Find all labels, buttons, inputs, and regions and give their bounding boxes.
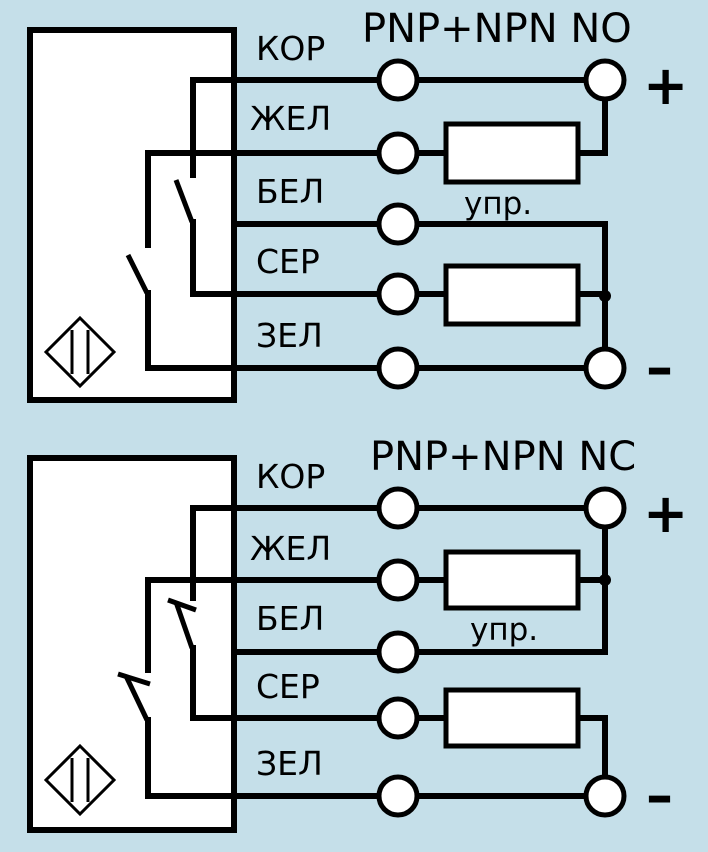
junction-dot [599,574,611,586]
external-wires [231,77,611,371]
load-resistor-2 [443,263,581,327]
diagram-title: PNP+NPN NO [362,6,632,52]
wire-label-zel: ЗЕЛ [256,316,323,355]
terminal-minus[interactable] [583,774,627,818]
external-wires [231,505,611,799]
terminal-plus[interactable] [583,486,627,530]
terminal-minus[interactable] [583,346,627,390]
terminal-bel[interactable] [376,202,420,246]
control-label: упр. [470,612,538,648]
control-label: упр. [464,186,532,222]
load-resistor-1 [443,549,581,611]
wire-label-zel: ЗЕЛ [256,744,323,783]
diagram-title: PNP+NPN NC [370,434,636,480]
terminal-zhel[interactable] [376,558,420,602]
terminal-zel[interactable] [376,346,420,390]
internal-wiring [125,77,237,371]
sensor-symbol-icon [43,743,117,817]
sensor-body [27,27,237,403]
wire-label-bel: БЕЛ [256,172,324,211]
terminal-plus[interactable] [583,58,627,102]
wire-label-kor: КОР [256,457,325,496]
terminal-ser[interactable] [376,696,420,740]
load-resistor-1 [443,121,581,185]
wire-label-bel: БЕЛ [256,599,324,638]
sensor-body [27,455,237,833]
plus-sign: + [643,482,688,545]
minus-sign: – [646,336,673,399]
terminal-zel[interactable] [376,774,420,818]
diagram-nc: PNP+NPN NC КОР ЖЕЛ БЕЛ СЕР ЗЕЛ упр. + – [27,434,688,833]
diagram-no: PNP+NPN NO КОР ЖЕЛ БЕЛ СЕР ЗЕЛ упр. + – [27,6,688,403]
junction-dot [599,290,611,302]
plus-sign: + [643,54,688,117]
wire-label-kor: КОР [256,29,325,68]
wire-label-ser: СЕР [256,667,320,706]
sensor-symbol-icon [43,315,117,389]
terminal-bel[interactable] [376,630,420,674]
terminal-kor[interactable] [376,58,420,102]
terminal-ser[interactable] [376,272,420,316]
terminal-kor[interactable] [376,486,420,530]
minus-sign: – [646,764,673,827]
internal-wiring [117,505,237,799]
wire-label-zhel: ЖЕЛ [250,99,331,138]
terminal-zhel[interactable] [376,131,420,175]
wire-label-zhel: ЖЕЛ [250,529,331,568]
wire-label-ser: СЕР [256,242,320,281]
load-resistor-2 [443,687,581,749]
